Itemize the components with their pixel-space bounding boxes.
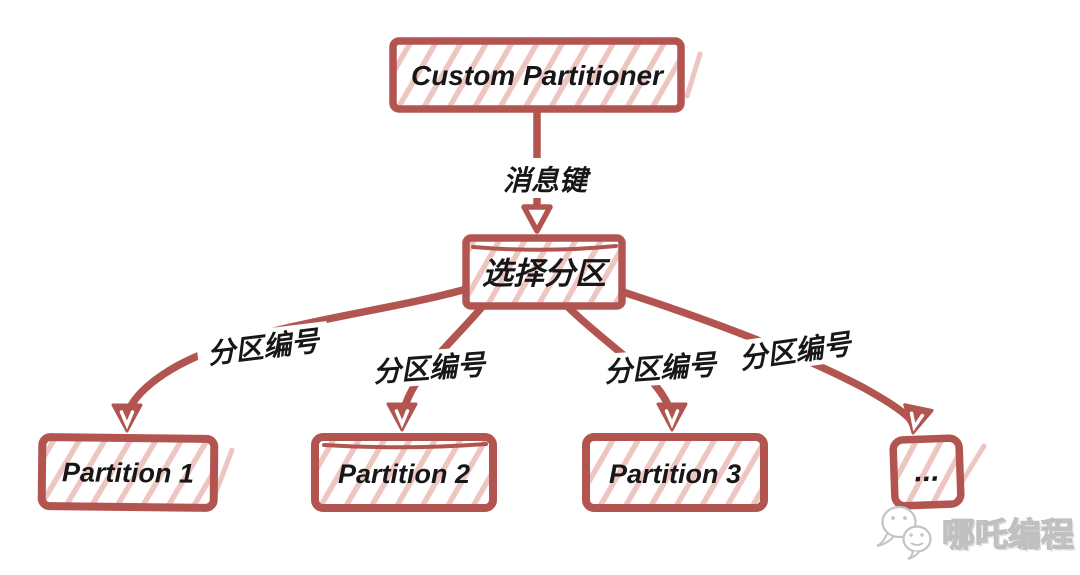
edge-label-group: 消息键 分区编号 分区编号 分区编号 分区编号: [195, 158, 863, 390]
edge-to-partition-more: [619, 288, 916, 427]
arrowhead-partition-more-icon: [903, 403, 934, 435]
node-select-partition-label: 选择分区: [482, 256, 611, 291]
node-partition-3-label: Partition 3: [609, 459, 741, 489]
arrowhead-partition-1-icon: [111, 403, 143, 433]
watermark-wechat-icon: [876, 505, 932, 560]
node-partition-3: Partition 3: [582, 433, 768, 512]
node-partition-1: Partition 1: [37, 433, 219, 512]
node-custom-partitioner: Custom Partitioner: [389, 37, 685, 113]
arrowhead-partition-3-icon: [656, 402, 688, 432]
node-select-partition: 选择分区: [462, 234, 626, 310]
node-partition-more-label: ...: [914, 455, 940, 489]
arrowhead-group: [111, 204, 934, 435]
watermark-text: 哪吒编程: [942, 516, 1074, 553]
node-custom-partitioner-label: Custom Partitioner: [411, 60, 665, 91]
node-partition-2: Partition 2: [311, 433, 497, 512]
arrowhead-partition-2-icon: [386, 402, 418, 432]
edge-label-message-key: 消息键: [503, 165, 592, 196]
watermark: 哪吒编程 哪吒编程: [876, 505, 1076, 560]
watermark-text-shadow: 哪吒编程: [944, 518, 1076, 555]
node-partition-2-label: Partition 2: [338, 459, 470, 489]
node-partition-more: ...: [889, 434, 965, 510]
arrowhead-select-partition-icon: [521, 204, 553, 234]
node-partition-1-label: Partition 1: [62, 457, 194, 488]
